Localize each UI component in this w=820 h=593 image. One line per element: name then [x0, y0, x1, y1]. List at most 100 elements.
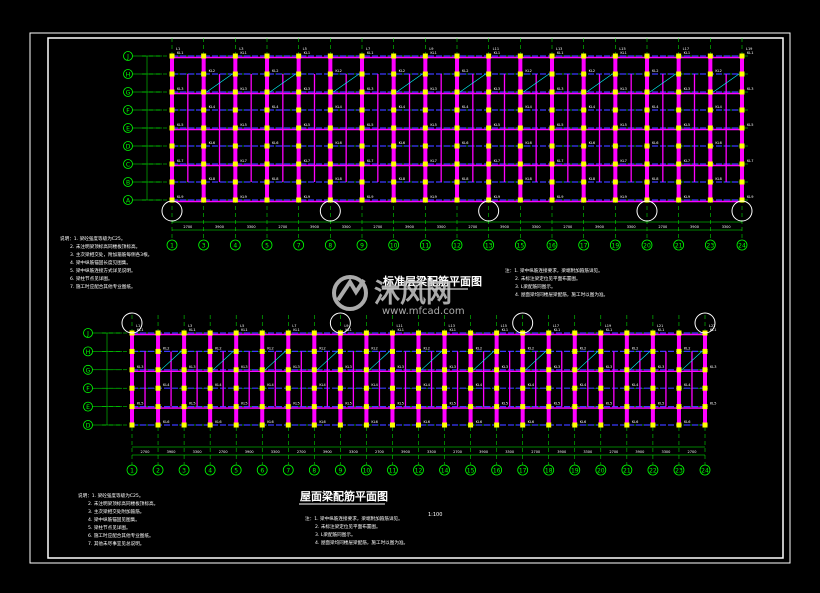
dim-text: 3300 [532, 225, 541, 229]
column [644, 143, 650, 149]
note-line: 3. L梁配筋同图示。 [515, 283, 556, 290]
column [422, 89, 428, 95]
column [327, 161, 333, 167]
column [232, 197, 238, 203]
axis-label: 4 [208, 468, 212, 475]
section-circle [512, 312, 534, 334]
axis-bubble [123, 177, 133, 187]
column [494, 330, 500, 336]
column [442, 385, 448, 391]
column [363, 422, 369, 428]
beam-tag: KL5 [620, 123, 626, 127]
column [612, 53, 618, 59]
beam-tag: KL6 [476, 420, 482, 424]
note-line: 注：1. 梁中纵筋连接要求，梁端附加箍筋详见。 [305, 515, 403, 522]
note-line: 4. 梁中纵筋锚固见图集。 [88, 516, 140, 523]
column [389, 385, 395, 391]
notes-right-upper: 注：1. 梁中纵筋连接要求，梁端附加箍筋详见。2. 未标注梁定位见平面布置图。3… [505, 267, 608, 298]
top-tag: L7 [366, 47, 370, 51]
beam-tag: KL3 [397, 365, 403, 369]
axis-bubble [491, 464, 503, 476]
axis-bubble [324, 239, 336, 251]
axis-label: 23 [675, 468, 683, 475]
column [581, 143, 587, 149]
column [494, 422, 500, 428]
column [391, 143, 397, 149]
beam-tag: KL6 [580, 420, 586, 424]
beam-tag: KL3 [345, 365, 351, 369]
diagonal-mark [421, 351, 442, 371]
column [264, 53, 270, 59]
top-tag: L3 [239, 47, 243, 51]
diagonal-mark [525, 351, 546, 371]
diagonal-mark [649, 73, 676, 93]
column [422, 107, 428, 113]
top-tag: L17 [553, 324, 559, 328]
note-line: 2. 未注明梁顶标高同楼板顶标高。 [70, 243, 140, 250]
beam-tag: KL3 [241, 365, 247, 369]
column [201, 53, 207, 59]
axis-bubble [641, 239, 653, 251]
column [676, 422, 682, 428]
axis-bubble [123, 51, 133, 61]
axis-label: D [126, 144, 131, 151]
column [520, 422, 526, 428]
beam-tag: KL7 [367, 159, 373, 163]
column [549, 143, 555, 149]
beam-tag: KL2 [371, 346, 377, 350]
column [468, 385, 474, 391]
beam-column-line [260, 333, 265, 425]
beam-tag: KL1 [684, 51, 690, 55]
column [707, 107, 713, 113]
column [337, 367, 343, 373]
column [181, 404, 187, 410]
column [702, 422, 708, 428]
beam-column-line [286, 333, 291, 425]
beam-tag: KL4 [528, 383, 535, 387]
beam-tag: KL7 [620, 159, 626, 163]
column [650, 404, 656, 410]
column [391, 179, 397, 185]
column [702, 385, 708, 391]
notes-left-upper: 说明：1. 梁砼强度等级为C25。2. 未注明梁顶标高同楼板顶标高。3. 主次梁… [60, 235, 152, 290]
column [517, 143, 523, 149]
note-line: 6. 施工时应配合其他专业图纸。 [88, 532, 154, 539]
dim-text: 3900 [500, 225, 509, 229]
diagonal-mark [396, 73, 423, 93]
diagonal-mark [317, 351, 338, 371]
column [359, 197, 365, 203]
axis-bubble [451, 239, 463, 251]
section-circle [161, 200, 183, 222]
column [612, 107, 618, 113]
dim-text: 3300 [583, 450, 592, 454]
axis-label: J [86, 331, 89, 338]
column [676, 367, 682, 373]
dim-text: 2700 [658, 225, 667, 229]
axis-bubble [517, 464, 529, 476]
diagonal-mark [713, 73, 740, 93]
column [359, 71, 365, 77]
column [233, 330, 239, 336]
column [296, 89, 302, 95]
beam-column-line [546, 333, 551, 425]
axis-bubble [673, 464, 685, 476]
column [676, 348, 682, 354]
column [232, 53, 238, 59]
diagonal-mark [269, 73, 296, 93]
axis-label: 17 [519, 468, 527, 475]
column [359, 53, 365, 59]
column [644, 89, 650, 95]
beam-tag: KL3 [494, 87, 500, 91]
beam-column-line [520, 333, 525, 425]
beam-column-line [130, 333, 134, 425]
column [454, 53, 460, 59]
beam-tag: KL6 [209, 141, 215, 145]
beam-tag: KL4 [476, 383, 483, 387]
beam-column-line [494, 333, 499, 425]
column [739, 161, 745, 167]
axis-label: 4 [233, 243, 237, 250]
beam-tag: KL1 [293, 328, 299, 332]
column [422, 125, 428, 131]
beam-tag: KL4 [580, 383, 587, 387]
